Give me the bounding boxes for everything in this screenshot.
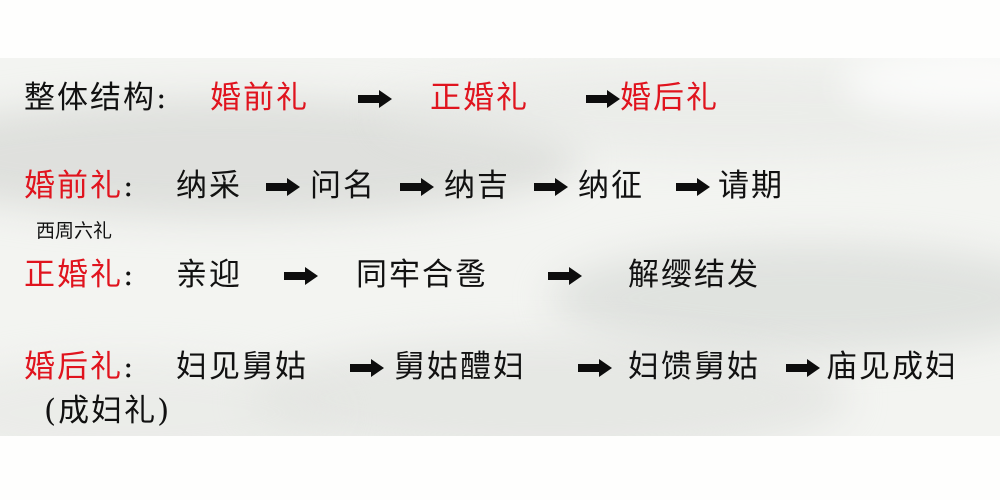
colon: : [123, 168, 136, 204]
right-arrow-icon [400, 178, 434, 196]
postmarital-step: 舅姑醴妇 [394, 349, 526, 385]
premarital-label-text: 婚前礼 [24, 168, 123, 204]
stage-premarital: 婚前礼 [210, 80, 309, 116]
right-arrow-icon [284, 267, 318, 285]
stage-postmarital: 婚后礼 [620, 80, 719, 116]
right-arrow-icon [350, 359, 384, 377]
structure-label-text: 整体结构 [24, 80, 156, 116]
premarital-step: 请期 [718, 168, 784, 204]
right-arrow-icon [534, 178, 568, 196]
wedding-label: 正婚礼: [24, 260, 135, 291]
colon: : [123, 349, 136, 385]
ink-wash-decoration [840, 58, 1000, 118]
postmarital-note: (成妇礼) [44, 393, 172, 429]
stage-wedding: 正婚礼 [430, 80, 529, 116]
right-arrow-icon [676, 178, 710, 196]
right-arrow-icon [266, 178, 300, 196]
colon: : [156, 80, 169, 116]
right-arrow-icon [548, 267, 582, 285]
right-arrow-icon [586, 90, 620, 108]
right-arrow-icon [786, 359, 820, 377]
colon: : [123, 257, 136, 293]
postmarital-step: 妇见舅姑 [176, 349, 308, 385]
ink-wash-decoration [250, 338, 850, 436]
wedding-step: 同牢合卺 [356, 257, 488, 293]
premarital-note: 西周六礼 [36, 220, 113, 242]
postmarital-step: 庙见成妇 [826, 349, 958, 385]
right-arrow-icon [358, 90, 392, 108]
premarital-step: 纳采 [176, 168, 242, 204]
wedding-step: 解缨结发 [628, 257, 760, 293]
postmarital-step: 妇馈舅姑 [628, 349, 760, 385]
wedding-step: 亲迎 [176, 257, 242, 293]
premarital-step: 纳征 [578, 168, 644, 204]
premarital-step: 问名 [310, 168, 376, 204]
premarital-label: 婚前礼: [24, 171, 135, 202]
structure-label: 整体结构: [24, 83, 168, 114]
wedding-label-text: 正婚礼 [24, 257, 123, 293]
ink-wash-decoration [550, 243, 1000, 353]
slide: 整体结构: 婚前礼 正婚礼 婚后礼 婚前礼: 纳采 问名 [0, 58, 1000, 436]
postmarital-label-text: 婚后礼 [24, 349, 123, 385]
right-arrow-icon [578, 359, 612, 377]
postmarital-label: 婚后礼: [24, 352, 135, 383]
premarital-step: 纳吉 [444, 168, 510, 204]
